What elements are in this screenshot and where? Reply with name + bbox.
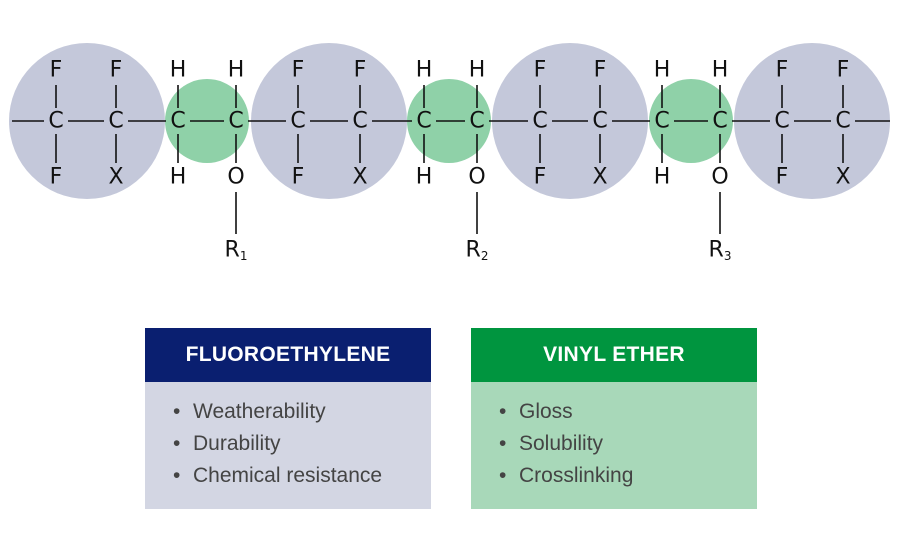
substituent-atom: F <box>594 58 607 83</box>
carbon-atom: C <box>592 109 607 134</box>
property-label: Crosslinking <box>519 464 634 487</box>
substituent-atom: F <box>50 165 63 190</box>
substituent-atom: X <box>108 165 123 190</box>
property-label: Solubility <box>519 432 604 455</box>
substituent-atom: H <box>654 58 671 83</box>
carbon-atom: C <box>469 109 484 134</box>
substituent-atom: F <box>354 58 367 83</box>
list-item: • Crosslinking <box>499 460 757 492</box>
bullet-icon: • <box>499 464 507 487</box>
list-item: • Weatherability <box>173 396 431 428</box>
substituent-atom: X <box>352 165 367 190</box>
carbon-atom: C <box>170 109 185 134</box>
list-item: • Durability <box>173 428 431 460</box>
substituent-atom: F <box>776 165 789 190</box>
substituent-atom: O <box>468 165 485 190</box>
substituent-atom: F <box>50 58 63 83</box>
substituent-atom: H <box>228 58 245 83</box>
substituent-atom: H <box>469 58 486 83</box>
substituent-atom: H <box>654 165 671 190</box>
substituent-atom: H <box>712 58 729 83</box>
vinyl-ether-properties-list: • Gloss • Solubility • Crosslinking <box>471 382 757 492</box>
vinyl-ether-legend-box: VINYL ETHER • Gloss • Solubility • Crosslin… <box>471 328 757 509</box>
substituent-atom: O <box>711 165 728 190</box>
substituent-atom: F <box>292 58 305 83</box>
pendant-group-label: R2 <box>466 238 489 264</box>
pendant-group-label: R3 <box>709 238 732 264</box>
bullet-icon: • <box>173 432 181 455</box>
property-label: Weatherability <box>193 400 326 423</box>
list-item: • Gloss <box>499 396 757 428</box>
list-item: • Solubility <box>499 428 757 460</box>
substituent-atom: H <box>416 165 433 190</box>
pendant-group-label: R1 <box>225 238 248 264</box>
substituent-atom: F <box>837 58 850 83</box>
substituent-atom: F <box>534 165 547 190</box>
substituent-atom: O <box>227 165 244 190</box>
substituent-atom: H <box>170 165 187 190</box>
carbon-atom: C <box>712 109 727 134</box>
pendant-subscript: 2 <box>481 249 489 263</box>
fluoroethylene-legend-box: FLUOROETHYLENE • Weatherability • Durabili… <box>145 328 431 509</box>
substituent-atom: X <box>835 165 850 190</box>
vinyl-ether-title: VINYL ETHER <box>471 328 757 382</box>
bullet-icon: • <box>499 432 507 455</box>
bullet-icon: • <box>499 400 507 423</box>
property-label: Gloss <box>519 400 573 423</box>
substituent-atom: F <box>110 58 123 83</box>
substituent-atom: F <box>534 58 547 83</box>
fluoroethylene-title: FLUOROETHYLENE <box>145 328 431 382</box>
carbon-atom: C <box>774 109 789 134</box>
list-item: • Chemical resistance <box>173 460 431 492</box>
substituent-atom: F <box>776 58 789 83</box>
carbon-atom: C <box>416 109 431 134</box>
substituent-atom: F <box>292 165 305 190</box>
substituent-atom: H <box>416 58 433 83</box>
bullet-icon: • <box>173 400 181 423</box>
carbon-atom: C <box>532 109 547 134</box>
pendant-subscript: 3 <box>724 249 732 263</box>
polymer-chain-diagram: C F F C F X C H H C H O R1 C F F C F X C H H C H O R2 C F F C F X C H H C H O… <box>9 43 890 264</box>
fluoroethylene-properties-list: • Weatherability • Durability • Chemical re… <box>145 382 431 492</box>
carbon-atom: C <box>108 109 123 134</box>
property-label: Chemical resistance <box>193 464 383 487</box>
carbon-atom: C <box>228 109 243 134</box>
bullet-icon: • <box>173 464 181 487</box>
property-label: Durability <box>193 432 281 455</box>
carbon-atom: C <box>835 109 850 134</box>
carbon-atom: C <box>48 109 63 134</box>
carbon-atom: C <box>290 109 305 134</box>
carbon-atom: C <box>654 109 669 134</box>
pendant-subscript: 1 <box>240 249 248 263</box>
substituent-atom: X <box>592 165 607 190</box>
carbon-atom: C <box>352 109 367 134</box>
substituent-atom: H <box>170 58 187 83</box>
